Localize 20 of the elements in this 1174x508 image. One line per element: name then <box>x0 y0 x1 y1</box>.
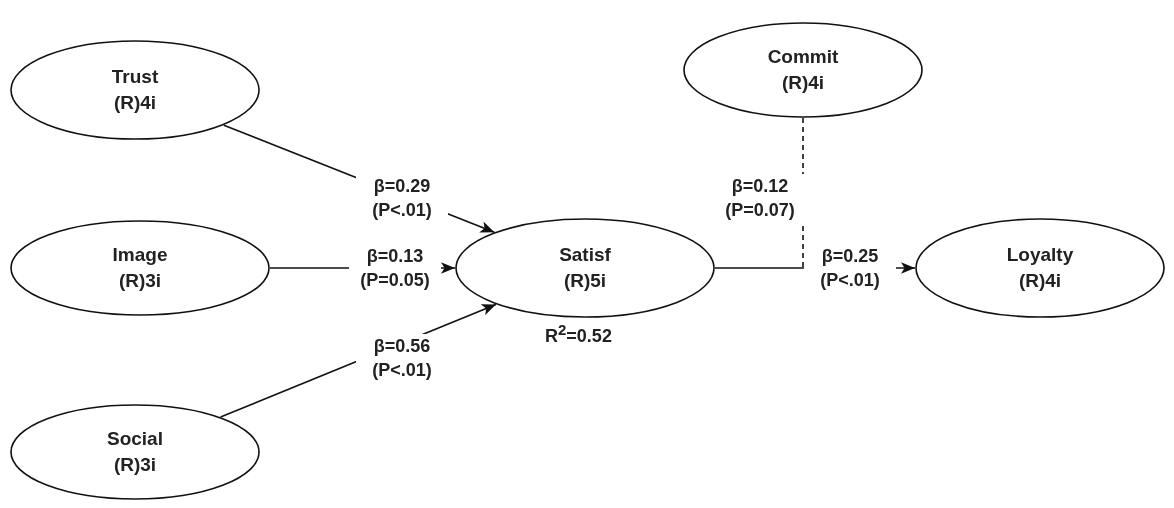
construct-name: Social <box>107 427 163 451</box>
r-squared-label: R$^{2}$=0.52 <box>545 321 612 347</box>
construct-name: Commit <box>767 45 839 69</box>
indicator-count: (R)4i <box>113 91 157 115</box>
edge-label: β=0.29 (P<.01) <box>356 174 448 222</box>
construct-ellipse <box>683 22 923 118</box>
indicator-count: (R)3i <box>113 453 157 477</box>
construct-ellipse <box>915 218 1165 318</box>
construct-name: Trust <box>111 65 159 89</box>
construct-ellipse <box>10 40 260 140</box>
construct-name: Loyalty <box>1006 243 1074 267</box>
construct-ellipse <box>10 220 270 316</box>
construct-ellipse <box>455 218 715 318</box>
construct-ellipse <box>10 404 260 500</box>
indicator-count: (R)3i <box>118 269 162 293</box>
construct-name: Image <box>112 243 168 267</box>
indicator-count: (R)5i <box>563 269 607 293</box>
indicator-count: (R)4i <box>1018 269 1062 293</box>
indicator-count: (R)4i <box>781 71 825 95</box>
construct-name: Satisf <box>559 243 611 267</box>
